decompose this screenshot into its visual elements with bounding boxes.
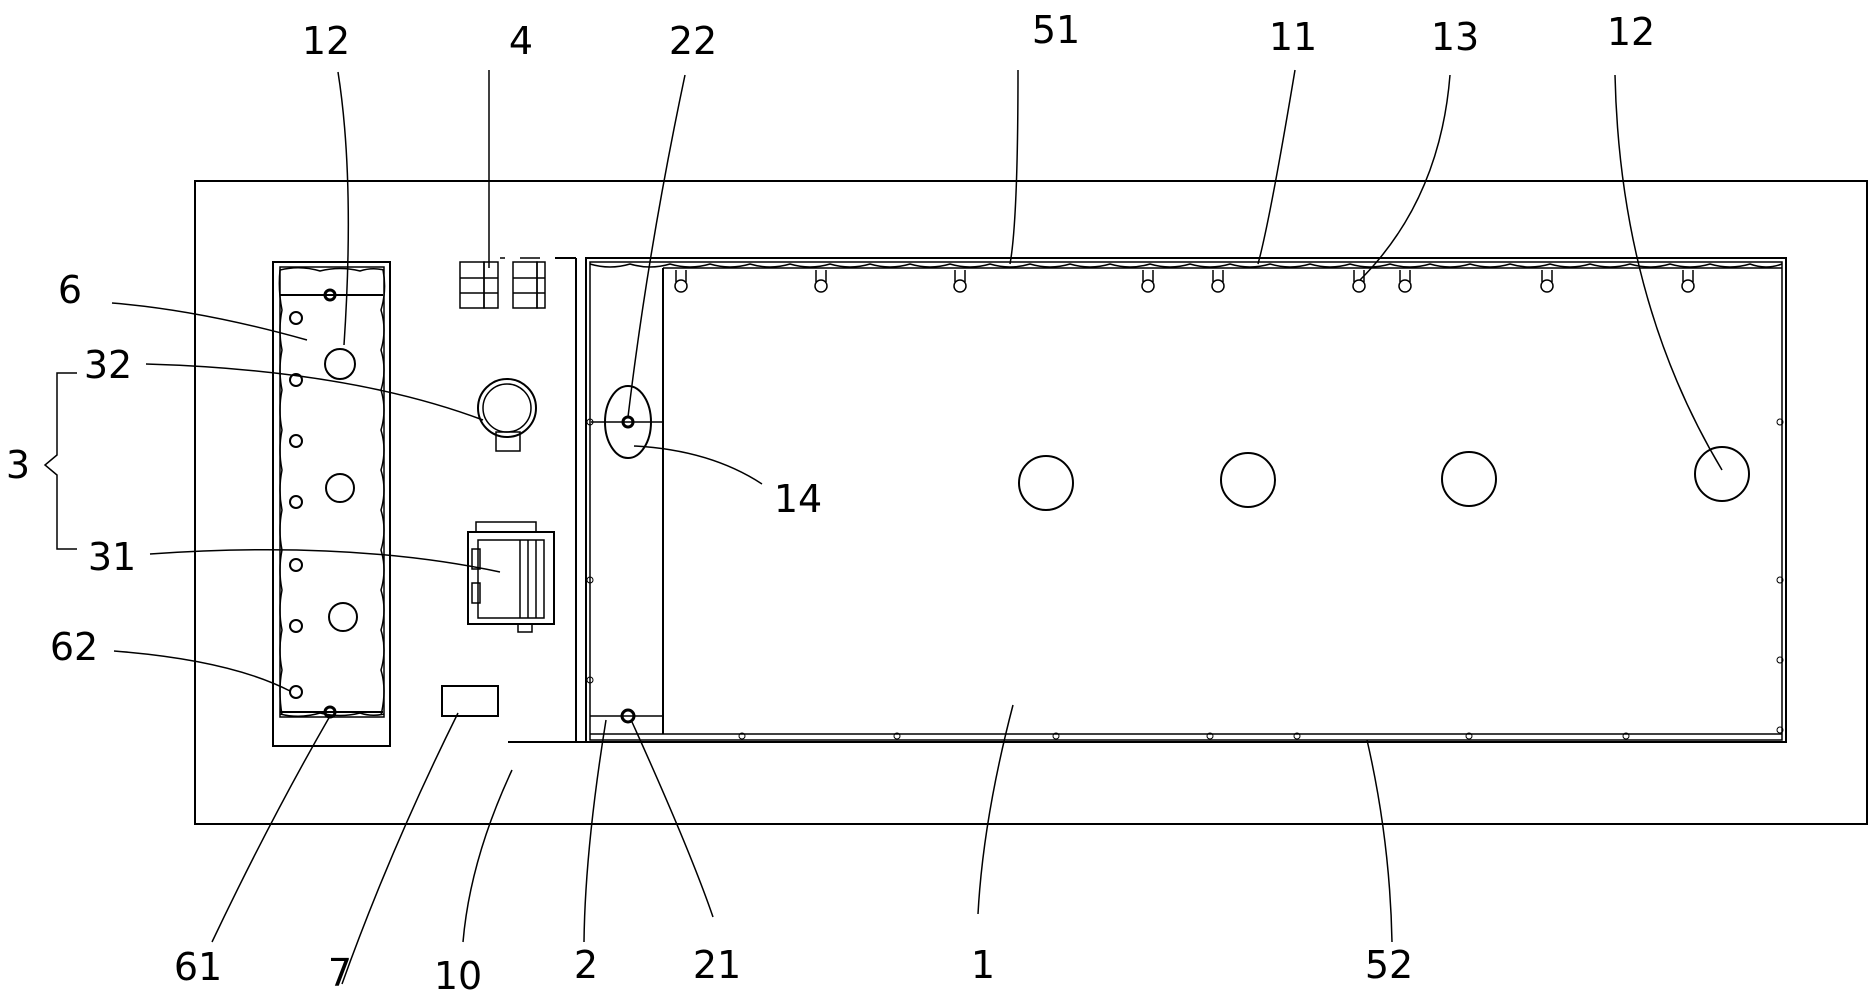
label-6: 6: [58, 268, 82, 312]
outer-frame: [194, 180, 1868, 825]
label-3: 3: [6, 443, 30, 487]
label-51: 51: [1032, 8, 1080, 52]
label-12-right: 12: [1607, 10, 1655, 54]
label-61: 61: [174, 945, 222, 989]
reference-labels: 12 4 22 51 11 13 12 6 32 3 14 31 62 61 7…: [6, 8, 1655, 998]
label-52: 52: [1365, 943, 1413, 987]
label-22: 22: [669, 19, 717, 63]
component-14: [604, 385, 652, 459]
main-tank-1: [585, 257, 1787, 743]
left-unit-6: [272, 261, 391, 747]
component-4: [459, 257, 546, 309]
leader-lines: [111, 69, 1723, 985]
label-62: 62: [50, 625, 98, 669]
label-12-left: 12: [302, 19, 350, 63]
label-14: 14: [774, 477, 822, 521]
component-21: [620, 708, 636, 724]
label-2: 2: [574, 943, 598, 987]
label-32: 32: [84, 343, 132, 387]
brace-3: [43, 372, 77, 550]
label-1: 1: [971, 943, 995, 987]
label-31: 31: [88, 535, 136, 579]
label-4: 4: [509, 19, 533, 63]
component-31: [467, 521, 555, 633]
component-7: [441, 685, 499, 717]
label-21: 21: [693, 943, 741, 987]
component-32: [477, 378, 537, 452]
label-7: 7: [328, 951, 352, 995]
label-11: 11: [1269, 15, 1317, 59]
label-10: 10: [434, 954, 482, 998]
label-13: 13: [1431, 15, 1479, 59]
